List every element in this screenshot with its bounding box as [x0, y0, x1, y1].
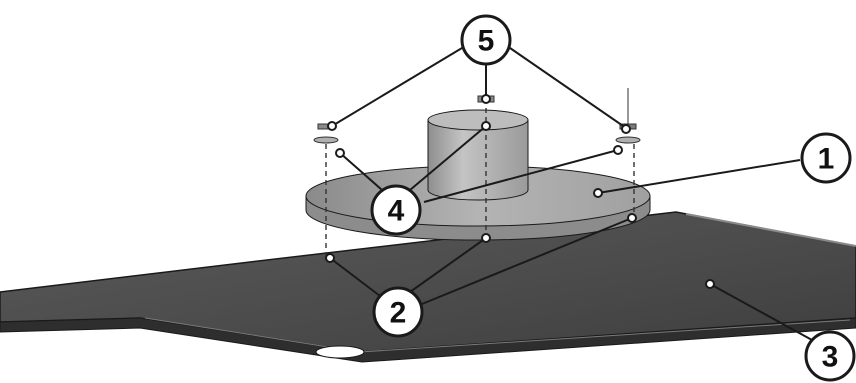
- washer-left: [313, 136, 339, 144]
- leader-2-right: [421, 217, 633, 305]
- callout-2: 2: [372, 286, 424, 338]
- callout-1: 1: [800, 132, 852, 184]
- anchor-dot: [593, 188, 603, 198]
- leader-lines: [329, 47, 813, 341]
- leader-3: [709, 283, 813, 341]
- leader-1: [597, 159, 801, 194]
- plate-front-edge: [0, 317, 856, 363]
- callout-3: 3: [804, 330, 856, 382]
- anchor-dot: [613, 145, 623, 155]
- leader-2-left: [329, 257, 381, 297]
- flange-part: [305, 109, 651, 241]
- leader-5-right: [509, 47, 627, 129]
- washer-right: [615, 136, 641, 144]
- anchor-dot: [327, 121, 337, 131]
- callout-4: 4: [370, 184, 422, 236]
- plate-rim-highlight: [685, 213, 856, 247]
- hub-top: [427, 109, 529, 131]
- callout-2-label: 2: [390, 297, 407, 330]
- leader-4-right: [423, 149, 619, 203]
- callout-3-label: 3: [822, 341, 839, 374]
- leader-4-middle: [409, 125, 487, 191]
- anchor-dot: [335, 148, 345, 158]
- anchor-dots: [325, 94, 715, 289]
- leader-2-middle: [409, 237, 487, 293]
- bolt-fastener-right: [615, 88, 641, 144]
- mounting-hole: [315, 345, 365, 359]
- anchor-dot: [481, 233, 491, 243]
- leader-5-left: [331, 47, 463, 127]
- anchor-dot: [325, 253, 335, 263]
- callout-4-label: 4: [388, 195, 405, 228]
- anchor-dot: [705, 279, 715, 289]
- leader-4-left: [339, 152, 383, 191]
- anchor-dot: [621, 124, 631, 134]
- anchor-dot: [481, 121, 491, 131]
- anchor-dot: [481, 94, 491, 104]
- mounting-plate: [0, 211, 856, 363]
- callout-5: 5: [460, 14, 512, 66]
- anchor-dot: [627, 213, 637, 223]
- callout-5-label: 5: [478, 25, 495, 58]
- callout-1-label: 1: [818, 143, 835, 176]
